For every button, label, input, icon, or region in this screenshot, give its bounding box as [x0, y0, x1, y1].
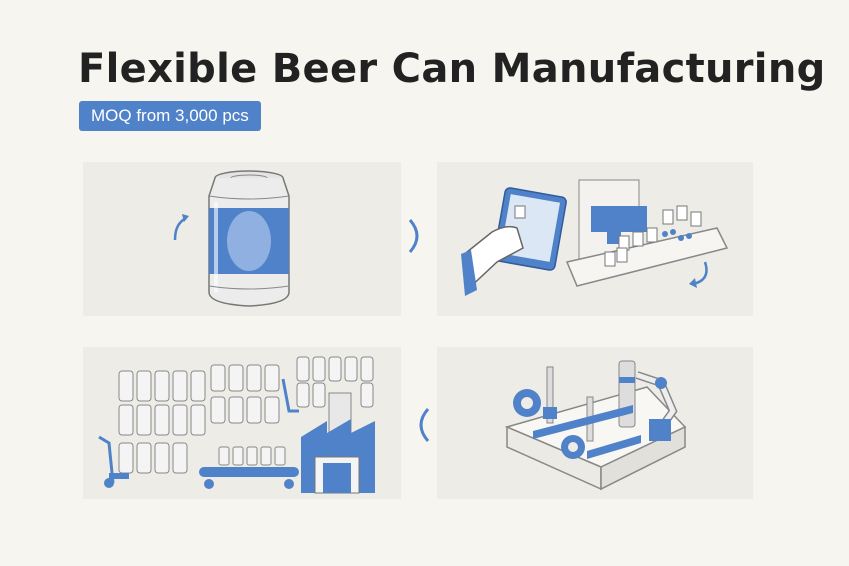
page-title: Flexible Beer Can Manufacturing: [78, 46, 826, 92]
panel-machinery: [437, 347, 753, 499]
arrow-arc-icon-2: [419, 408, 430, 442]
beer-can-icon: [173, 170, 290, 307]
arrow-arc-icon: [408, 219, 419, 253]
panel-warehouse: [83, 347, 401, 499]
panel-design: [437, 162, 753, 316]
machinery-gears-icon: [504, 360, 687, 491]
moq-badge: MOQ from 3,000 pcs: [79, 101, 261, 131]
warehouse-factory-icon: [98, 356, 375, 494]
tablet-design-icon: [461, 179, 729, 296]
panel-can: [83, 162, 401, 316]
